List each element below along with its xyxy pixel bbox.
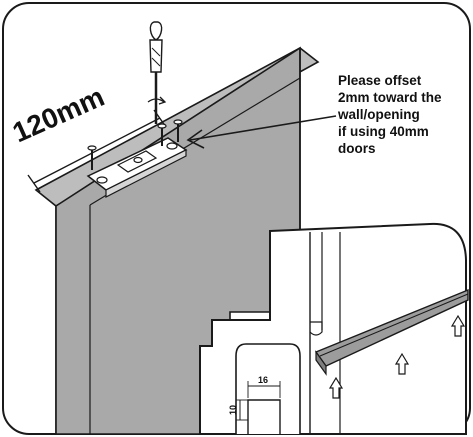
cross-section-detail: 16 10 [228,343,301,434]
offset-note-line: Please offset [338,73,422,88]
screwdriver-icon [147,21,167,124]
offset-note-line: 2mm toward the [338,90,442,105]
offset-note-line: if using 40mm [338,124,429,139]
pointer-arrow [186,115,337,149]
screw-right [173,119,183,142]
dimension-tick-left [27,174,41,193]
mounting-bracket [86,137,188,198]
dimension-line [33,117,161,184]
depth-dimension-label: 10 [228,405,238,415]
width-dimension-label: 16 [258,375,268,385]
up-arrow-icon [450,314,466,337]
screw-left [87,145,97,170]
offset-note-line: wall/opening [338,107,420,122]
offset-note: Please offset 2mm toward the wall/openin… [338,72,472,157]
up-arrow-icon [328,376,344,399]
screw-middle [157,123,167,146]
offset-note-line: doors [338,141,376,156]
up-arrow-icon [394,352,410,375]
